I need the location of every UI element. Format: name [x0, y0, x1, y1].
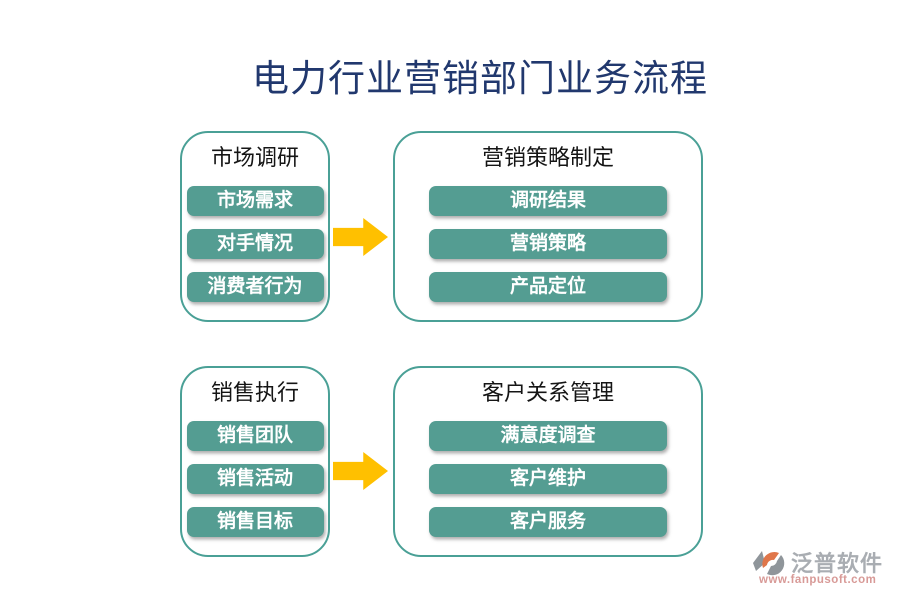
page-title: 电力行业营销部门业务流程: [252, 59, 708, 100]
flow-item-competitor-situation: 对手情况: [186, 229, 324, 259]
flow-item-satisfaction-survey: 满意度调查: [429, 421, 667, 451]
flow-item-product-positioning: 产品定位: [429, 272, 667, 302]
fanpusoft-logo-text: 泛普软件: [791, 551, 884, 576]
flow-arrow-right-icon: [333, 452, 388, 490]
flow-item-sales-target: 销售目标: [186, 507, 324, 537]
fanpusoft-logo: 泛普软件 www.fanpusoft.com: [750, 546, 896, 596]
flow-item-customer-service: 客户服务: [429, 507, 667, 537]
group-marketing-strategy: 营销策略制定 调研结果 营销策略 产品定位: [393, 131, 703, 322]
group-sales-execution: 销售执行 销售团队 销售活动 销售目标: [180, 366, 330, 557]
group-sales-execution-title: 销售执行: [210, 380, 299, 405]
group-marketing-strategy-title: 营销策略制定: [481, 145, 614, 170]
flow-item-research-results: 调研结果: [429, 186, 667, 216]
fanpusoft-logo-icon: [752, 548, 788, 587]
group-customer-relationship: 客户关系管理 满意度调查 客户维护 客户服务: [393, 366, 703, 557]
fanpusoft-logo-url: www.fanpusoft.com: [759, 574, 877, 586]
flow-item-sales-activity: 销售活动: [186, 464, 324, 494]
flow-item-marketing-strategy: 营销策略: [429, 229, 667, 259]
flow-item-consumer-behavior: 消费者行为: [186, 272, 324, 302]
group-market-research: 市场调研 市场需求 对手情况 消费者行为: [180, 131, 330, 322]
group-customer-relationship-title: 客户关系管理: [481, 380, 614, 405]
flow-item-market-demand: 市场需求: [186, 186, 324, 216]
flow-item-customer-maintenance: 客户维护: [429, 464, 667, 494]
group-market-research-title: 市场调研: [210, 145, 299, 170]
flow-item-sales-team: 销售团队: [186, 421, 324, 451]
flow-arrow-right-icon: [333, 218, 388, 256]
